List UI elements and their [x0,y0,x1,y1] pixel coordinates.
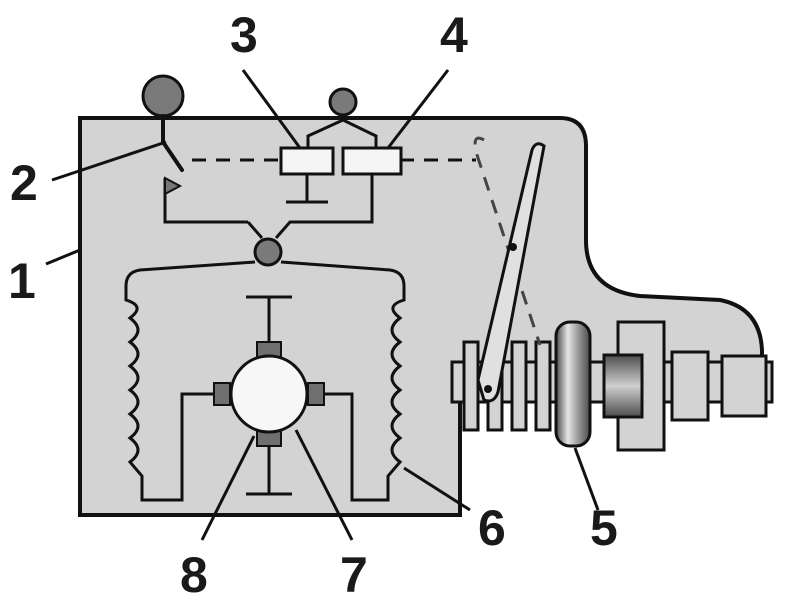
leader-lines [45,69,600,541]
label-housing: 1 [8,253,36,309]
label-drive-pinion: 5 [590,500,618,556]
label-field-winding: 6 [478,500,506,556]
armature [229,354,309,434]
label-brush: 7 [340,547,368,601]
junction-node [253,237,283,267]
label-armature: 8 [180,547,208,601]
terminal-knob-center [328,87,358,117]
solenoid-box-right [341,146,403,176]
label-left-coil-box: 3 [230,7,258,63]
brush-right [307,382,325,406]
shift-lever [473,136,546,403]
solenoid-box-left [279,146,335,176]
label-right-coil-box: 4 [440,7,468,63]
label-contact-lever: 2 [10,155,38,211]
armature-assembly [213,341,325,447]
drive-pinion [554,320,592,448]
terminal-knob-left [141,74,185,118]
field-winding [124,260,406,502]
contact-lever [161,140,248,224]
shaft-assembly [450,320,774,452]
brush-left [213,382,231,406]
